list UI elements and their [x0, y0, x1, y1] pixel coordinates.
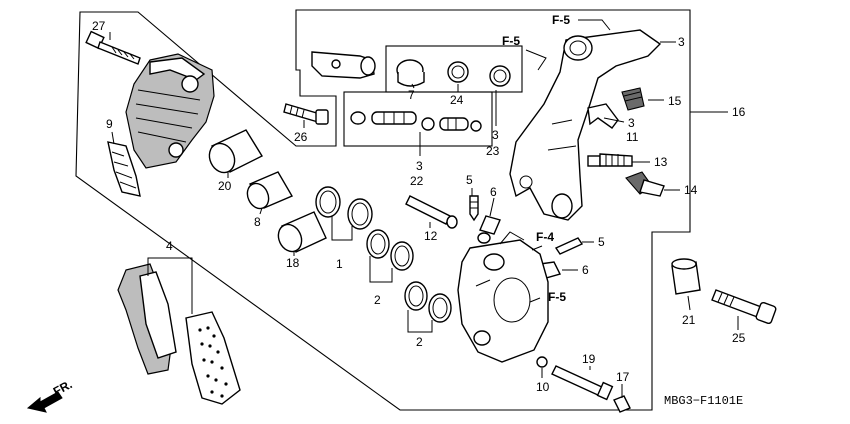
callout-8: 8 [254, 215, 261, 229]
shim-9 [107, 141, 141, 197]
cap-6a [477, 215, 501, 244]
bolt-25 [711, 289, 777, 325]
callout-3-rod: 3 [416, 159, 423, 173]
bleeder-5a [469, 195, 479, 222]
callout-3-arm: 3 [678, 35, 685, 49]
callout-2-mid: 2 [374, 293, 381, 307]
callout-23: 23 [486, 144, 500, 158]
bolt-19 [551, 365, 614, 401]
reference-f4: F-4 [536, 230, 554, 244]
callout-3-kit: 3 [492, 128, 499, 142]
callout-15: 15 [668, 94, 682, 108]
pivot-arm-3 [509, 29, 662, 221]
callout-10: 10 [536, 380, 550, 394]
callout-3-clip: 3 [628, 116, 635, 130]
callout-27: 27 [92, 19, 106, 33]
callout-11: 11 [626, 130, 639, 144]
ring-24 [447, 61, 469, 83]
leader-lines [109, 32, 739, 398]
clip-11 [587, 103, 619, 129]
callout-13: 13 [654, 155, 668, 169]
callout-12: 12 [424, 229, 438, 243]
callout-1: 1 [336, 257, 343, 271]
callout-18: 18 [286, 256, 300, 270]
diagram-code: MBG3−F1101E [664, 394, 743, 408]
callout-5-top: 5 [466, 173, 473, 187]
pin-retainer [311, 51, 376, 79]
caliper-bracket [125, 53, 215, 169]
boot-15 [621, 87, 645, 111]
piston-rod-22 [350, 111, 482, 132]
callout-17: 17 [616, 370, 630, 384]
caliper-body [457, 231, 549, 363]
sleeve-18 [277, 211, 327, 253]
washer-10 [536, 356, 548, 368]
piston-23 [489, 65, 511, 87]
callout-20: 20 [218, 179, 232, 193]
callout-24: 24 [450, 93, 464, 107]
pin-13 [587, 153, 633, 167]
bleeder-5b [554, 237, 584, 255]
sleeve-20 [208, 129, 263, 174]
reference-f5-top: F-5 [552, 13, 570, 27]
callout-19: 19 [582, 352, 596, 366]
callout-26: 26 [294, 130, 308, 144]
reference-f5-mid: F-5 [502, 34, 520, 48]
front-direction-arrow-icon [26, 391, 63, 413]
piston-seals [315, 186, 452, 323]
callout-22: 22 [410, 174, 424, 188]
sleeve-8 [246, 171, 294, 210]
reference-f5-low: F-5 [548, 290, 566, 304]
callout-9: 9 [106, 117, 113, 131]
cap-17 [613, 395, 631, 413]
callout-4: 4 [166, 239, 173, 253]
callout-2-low: 2 [416, 335, 423, 349]
callout-16: 16 [732, 105, 746, 119]
callout-21: 21 [682, 313, 696, 327]
brake-pads [117, 263, 241, 405]
piston-kit-frame-lower [343, 91, 493, 147]
pin-14 [625, 171, 665, 197]
callout-7: 7 [408, 88, 415, 102]
callout-25: 25 [732, 331, 746, 345]
bolt-27 [85, 30, 141, 65]
pin-12 [405, 195, 458, 229]
caliper-assembly-frame [75, 9, 691, 411]
pad-pin-26 [283, 103, 329, 125]
collar-21 [671, 258, 701, 295]
callout-14: 14 [684, 183, 698, 197]
callout-6-right: 6 [582, 263, 589, 277]
callout-6-top: 6 [490, 185, 497, 199]
callout-5-right: 5 [598, 235, 605, 249]
piston-7 [396, 59, 425, 87]
